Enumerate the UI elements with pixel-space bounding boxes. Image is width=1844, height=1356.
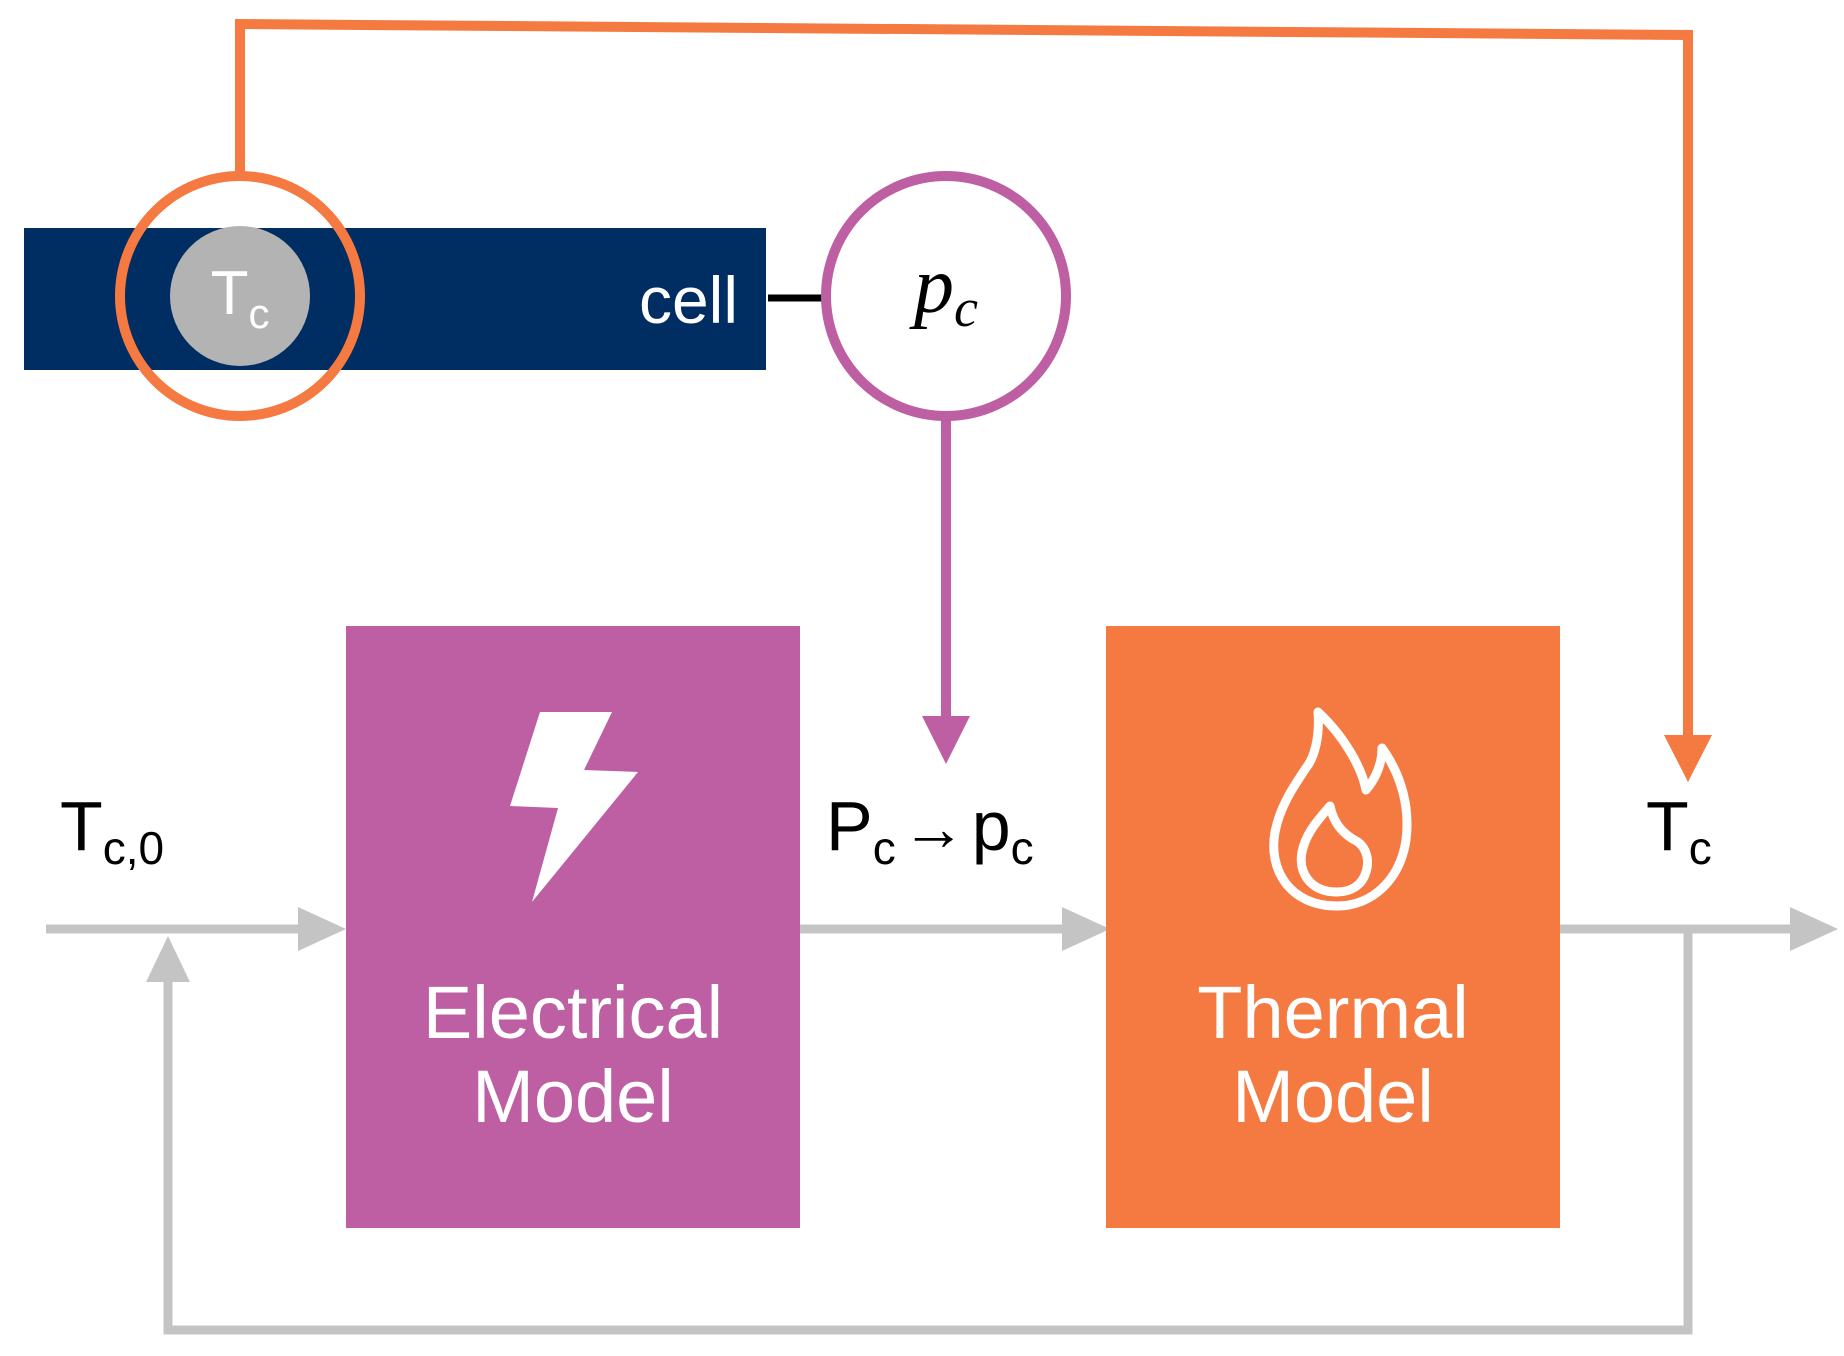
temperature-feedback-line — [235, 18, 1693, 740]
thermal-model-title-line2: Model — [1232, 1055, 1434, 1138]
temperature-sensor-ring — [115, 171, 365, 421]
power-conversion-label: Pc→pc — [826, 787, 1034, 874]
lightning-bolt-icon — [510, 712, 638, 902]
electrical-model-title-line1: Electrical — [423, 971, 723, 1054]
output-arrowhead — [1790, 907, 1838, 951]
initial-temperature-label: Tc,0 — [60, 787, 164, 874]
cell-temperature-sensor-label: Tc — [211, 259, 270, 337]
cell: cell Tc — [24, 171, 766, 421]
electrical-model-block: Electrical Model — [346, 626, 800, 1228]
temperature-feedback — [235, 18, 1712, 782]
temperature-feedback-arrowhead — [1664, 735, 1712, 782]
flame-icon — [1269, 707, 1412, 911]
thermal-model-title-line1: Thermal — [1197, 971, 1468, 1054]
signal-flow — [46, 907, 1838, 1335]
cell-power: pc — [768, 171, 1071, 764]
electrical-model-title-line2: Model — [472, 1055, 674, 1138]
cell-bar — [24, 228, 766, 370]
input-arrowhead — [298, 907, 346, 951]
power-feed-arrowhead — [922, 716, 970, 764]
thermal-model-block: Thermal Model — [1106, 626, 1560, 1228]
cell-temperature-sensor — [170, 226, 310, 366]
cell-power-label: pc — [909, 242, 978, 338]
power-arrowhead — [1062, 907, 1110, 951]
feedback-arrowhead — [146, 936, 190, 982]
output-temperature-label: Tc — [1646, 787, 1712, 874]
cell-label: cell — [639, 263, 738, 337]
feedback-loop-line — [163, 929, 1693, 1335]
